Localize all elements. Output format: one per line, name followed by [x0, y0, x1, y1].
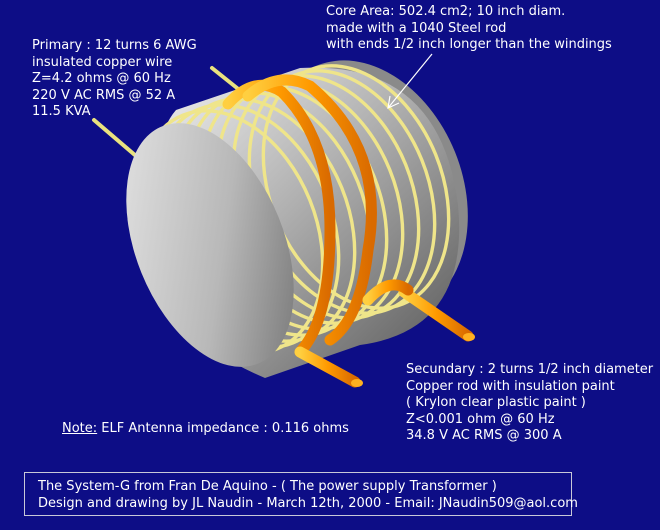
core-line-3: with ends 1/2 inch longer than the windi… [326, 37, 612, 52]
secundary-line-2: Copper rod with insulation paint [406, 378, 615, 394]
primary-line-2: insulated copper wire [32, 54, 173, 70]
primary-line-1: Primary : 12 turns 6 AWG [32, 38, 197, 53]
primary-lead-top [210, 66, 244, 94]
credits-box: The System-G from Fran De Aquino - ( The… [24, 472, 578, 516]
rod-end-back [463, 333, 475, 341]
credits-line-1: The System-G from Fran De Aquino - ( The… [38, 479, 497, 494]
core-line-1: Core Area: 502.4 cm2; 10 inch diam. [326, 4, 566, 19]
note-label: Note: ELF Antenna impedance : 0.116 ohms [62, 421, 349, 438]
secundary-line-4: Z<0.001 ohm @ 60 Hz [406, 411, 555, 427]
core-line-2: made with a 1040 Steel rod [326, 20, 507, 36]
secundary-winding-label: Secundary : 2 turns 1/2 inch diameter Co… [406, 362, 653, 445]
primary-line-5: 11.5 KVA [32, 104, 91, 119]
core-callout-arrow [387, 53, 433, 110]
credits-line-2: Design and drawing by JL Naudin - March … [38, 495, 578, 511]
rod-end-front [351, 379, 363, 387]
primary-line-4: 220 V AC RMS @ 52 A [32, 87, 176, 103]
secundary-line-3: ( Krylon clear plastic paint ) [406, 395, 586, 410]
secondary-winding [222, 74, 474, 388]
core-label: Core Area: 502.4 cm2; 10 inch diam. made… [326, 4, 612, 54]
primary-winding-label: Primary : 12 turns 6 AWG insulated coppe… [32, 38, 197, 121]
primary-line-3: Z=4.2 ohms @ 60 Hz [32, 71, 171, 86]
note-prefix: Note: [62, 421, 98, 436]
secundary-line-5: 34.8 V AC RMS @ 300 A [406, 428, 562, 443]
core-front-face [126, 123, 294, 367]
note-text: ELF Antenna impedance : 0.116 ohms [97, 421, 349, 436]
secundary-line-1: Secundary : 2 turns 1/2 inch diameter [406, 362, 654, 377]
